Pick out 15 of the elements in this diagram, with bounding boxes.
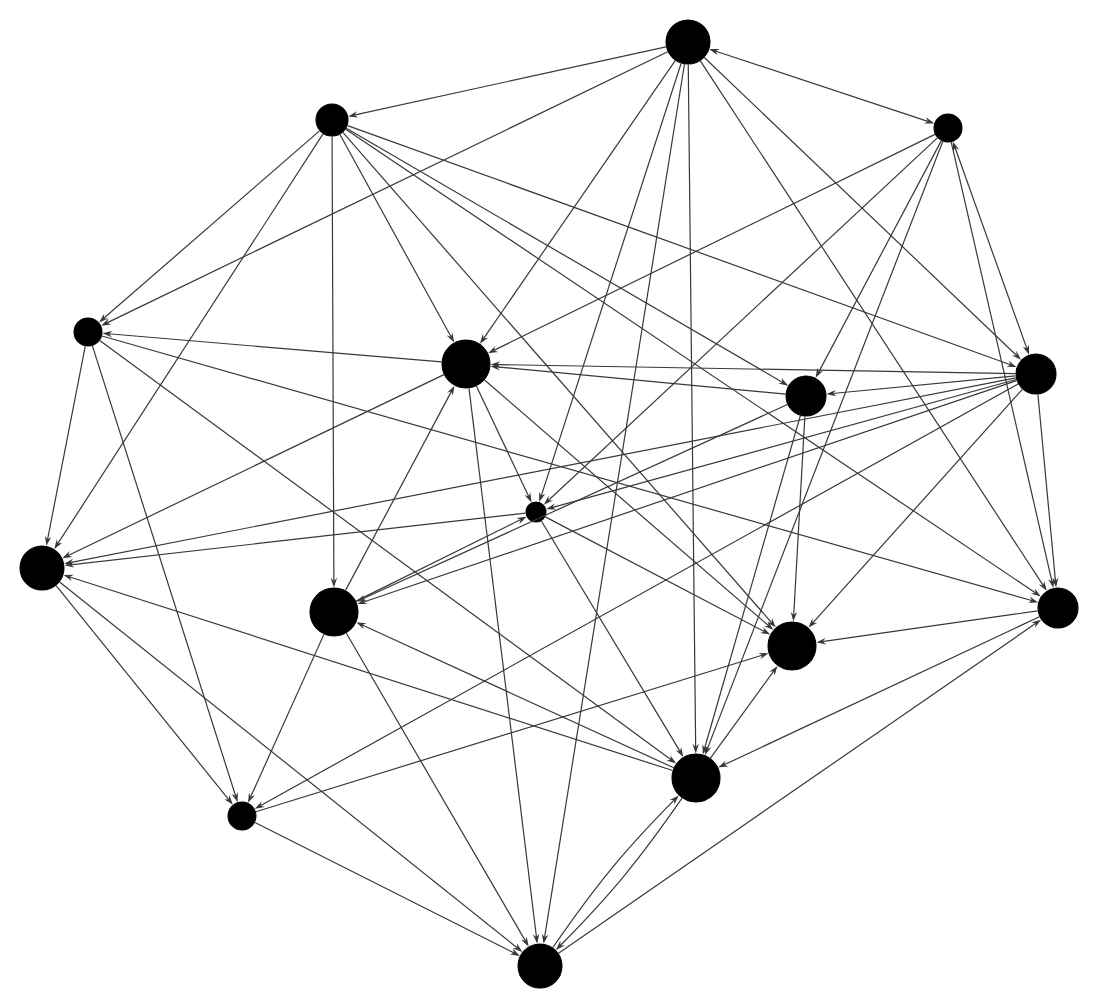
graph-node	[933, 113, 963, 143]
graph-node	[19, 545, 65, 591]
graph-node	[315, 103, 349, 137]
graph-node	[227, 801, 257, 831]
graph-node	[665, 19, 711, 65]
graph-node	[1037, 587, 1079, 629]
graph-node	[73, 317, 103, 347]
graph-node	[309, 587, 359, 637]
graph-node	[517, 943, 563, 989]
graph-node	[525, 501, 547, 523]
graph-node	[785, 375, 827, 417]
graph-node	[1015, 353, 1057, 395]
graph-node	[441, 339, 491, 389]
graph-node	[767, 621, 817, 671]
graph-node	[671, 753, 721, 803]
